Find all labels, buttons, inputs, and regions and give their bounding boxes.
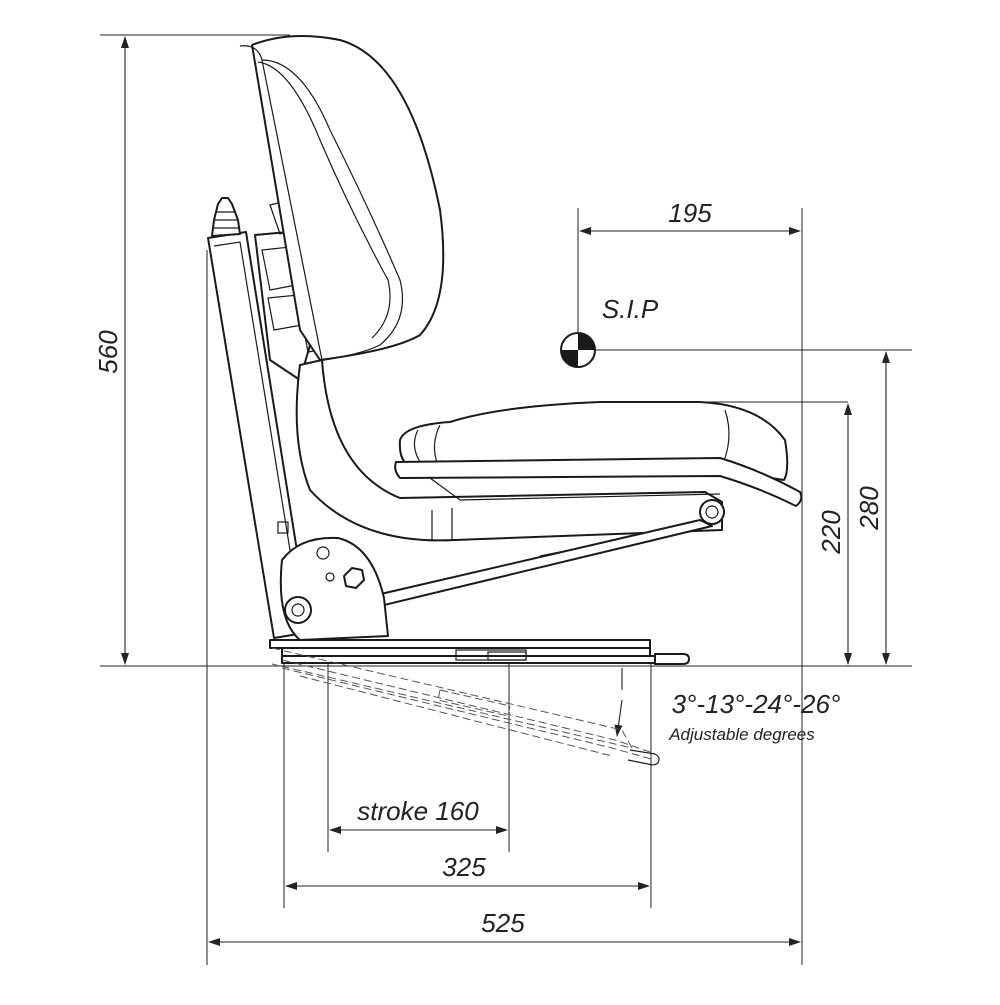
- overall-height-label: 560: [93, 330, 123, 374]
- rail-latch-inner: [487, 651, 527, 661]
- sip-label: S.I.P: [602, 294, 659, 324]
- rear-pivot-bracket: [279, 536, 389, 641]
- sip-offset-label: 195: [668, 198, 712, 228]
- backrest-knob: [211, 197, 241, 237]
- dimension-labels: 195 S.I.P 560 220 280 stroke 160 325 525…: [93, 198, 884, 938]
- sip-marker-icon: [560, 332, 596, 368]
- tilt-angles-label: 3°-13°-24°-26°: [672, 689, 841, 719]
- base-plate: [269, 639, 651, 649]
- tilted-rail-ghost: [271, 647, 660, 766]
- seat-height-low-label: 220: [816, 510, 846, 555]
- backrest-bracket: [254, 231, 311, 381]
- rear-upright-inner: [213, 241, 303, 625]
- overall-depth-label: 525: [481, 908, 525, 938]
- seat-front-bolster: [394, 457, 803, 507]
- slide-rail-upper: [281, 647, 651, 657]
- seat-outline: [207, 35, 803, 766]
- stroke-label: stroke 160: [357, 796, 479, 826]
- bracket-hole-lower: [325, 572, 335, 582]
- seat-height-high-label: 280: [854, 486, 884, 531]
- upright-slot: [277, 521, 289, 534]
- hex-nut: [343, 567, 365, 589]
- tilt-caption-label: Adjustable degrees: [668, 725, 815, 744]
- backrest-back-edge: [239, 45, 323, 361]
- bracket-hole-upper: [316, 546, 330, 560]
- backrest-cushion: [251, 35, 445, 361]
- tilt-indicator-arrow: [614, 699, 623, 737]
- adjust-lever-handle: [654, 653, 690, 665]
- seat-pivot-bolt: [699, 499, 725, 525]
- backrest-seam-inner: [257, 61, 391, 339]
- backrest-seam: [261, 59, 404, 363]
- seat-pan-frame: [295, 359, 723, 542]
- dimension-lines: [121, 36, 890, 946]
- extension-lines: [100, 34, 912, 965]
- rail-length-label: 325: [442, 852, 486, 882]
- rear-pivot-bolt: [284, 596, 312, 624]
